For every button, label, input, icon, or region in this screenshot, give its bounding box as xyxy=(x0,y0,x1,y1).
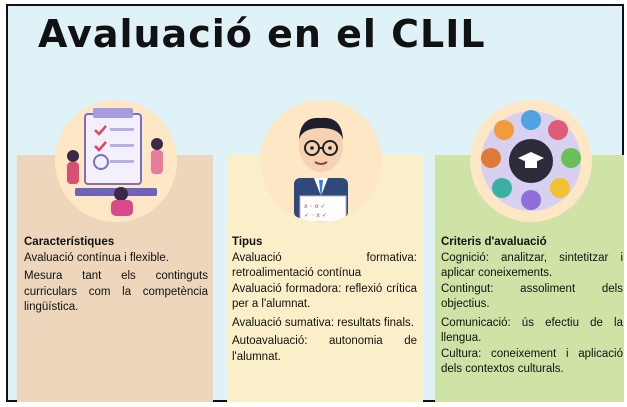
column-paragraph: Avaluació sumativa: resultats finals. xyxy=(232,316,414,329)
column-paragraph: Avaluació formadora: reflexió crítica pe… xyxy=(232,282,417,311)
column-paragraph: Comunicació: ús efectiu de la llengua. xyxy=(441,316,623,345)
column-paragraph: Mesura tant els continguts curriculars c… xyxy=(24,270,208,313)
checklist-people-icon xyxy=(55,100,177,222)
column-paragraph: Cognició: analitzar, sintetitzar i aplic… xyxy=(441,251,623,280)
graduation-cap-icon xyxy=(470,100,592,222)
slide-title: Avaluació en el CLIL xyxy=(38,12,486,56)
column-paragraph: Autoavaluació: autonomia de l'alumnat. xyxy=(232,335,417,363)
column-heading: Tipus xyxy=(232,236,263,248)
teacher-grading-icon: x ◦ o ✓ ✓ ◦ x ✓ xyxy=(260,100,382,222)
column-criteris: Criteris d'avaluació Cognició: analitzar… xyxy=(441,235,623,378)
column-paragraph: Contingut: assoliment dels objectius. xyxy=(441,282,623,311)
column-caracteristiques: Característiques Avaluació contínua i fl… xyxy=(24,235,208,316)
svg-text:✓ ◦ x ✓: ✓ ◦ x ✓ xyxy=(304,212,327,219)
column-tipus: Tipus Avaluació formativa: retroalimenta… xyxy=(232,235,417,365)
column-heading: Criteris d'avaluació xyxy=(441,236,547,248)
column-paragraph: Cultura: coneixement i aplicació dels co… xyxy=(441,347,623,376)
column-paragraph: Avaluació formativa: retroalimentació co… xyxy=(232,251,417,280)
column-paragraph: Avaluació contínua i flexible. xyxy=(24,251,169,264)
column-heading: Característiques xyxy=(24,236,115,248)
svg-text:x ◦ o ✓: x ◦ o ✓ xyxy=(304,203,326,210)
